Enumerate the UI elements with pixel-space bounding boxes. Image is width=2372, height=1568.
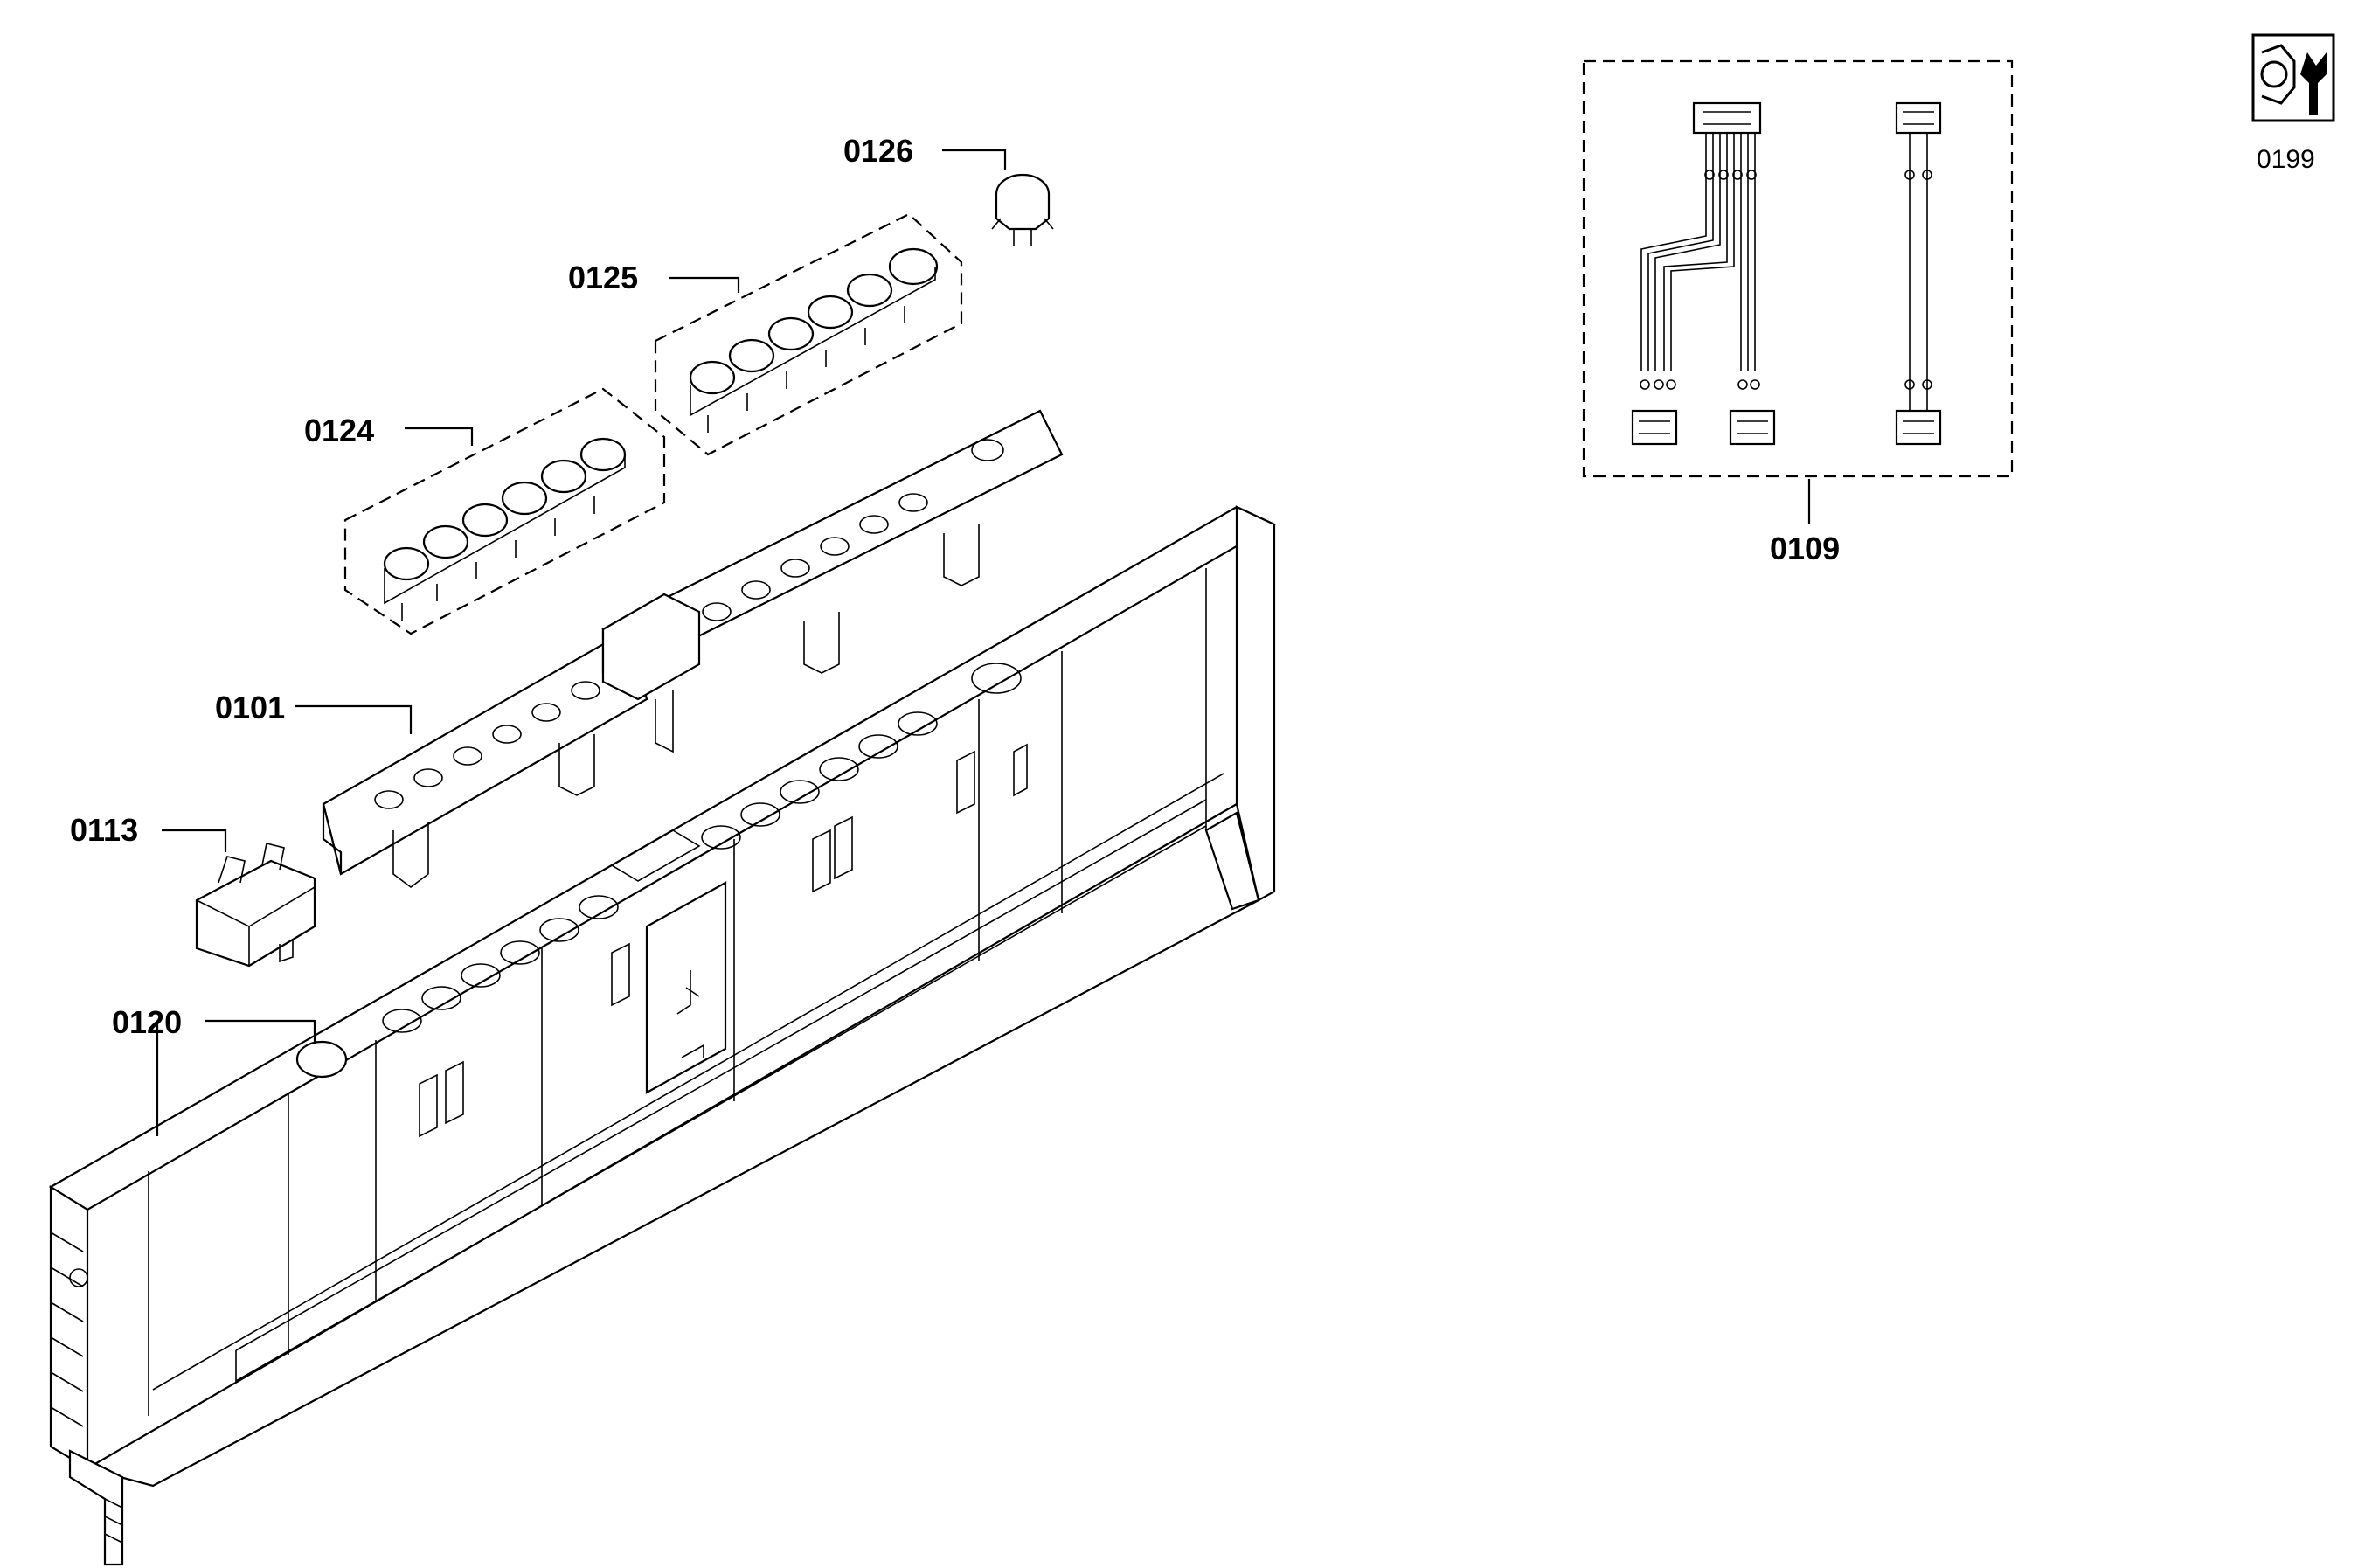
- label-0109: 0109: [1770, 531, 1840, 566]
- button-holes: [382, 663, 1022, 1033]
- label-0126: 0126: [843, 133, 913, 169]
- label-0125: 0125: [568, 260, 638, 295]
- wiring-harness-0109: [1582, 59, 2014, 478]
- label-0101: 0101: [215, 690, 285, 725]
- label-0124: 0124: [304, 413, 374, 448]
- leader-lines: [156, 149, 1811, 1136]
- label-0113: 0113: [70, 812, 138, 848]
- wrench-nut-icon: [2251, 33, 2335, 122]
- connector-clip-0113: [195, 843, 316, 968]
- label-0120: 0120: [112, 1004, 182, 1040]
- single-button-0126: [991, 173, 1054, 246]
- button-set-0124: [343, 387, 666, 635]
- control-panel-frame: [48, 505, 1277, 1566]
- label-0199: 0199: [2257, 145, 2315, 174]
- button-set-0125: [654, 212, 963, 456]
- electronic-module: [322, 409, 1064, 888]
